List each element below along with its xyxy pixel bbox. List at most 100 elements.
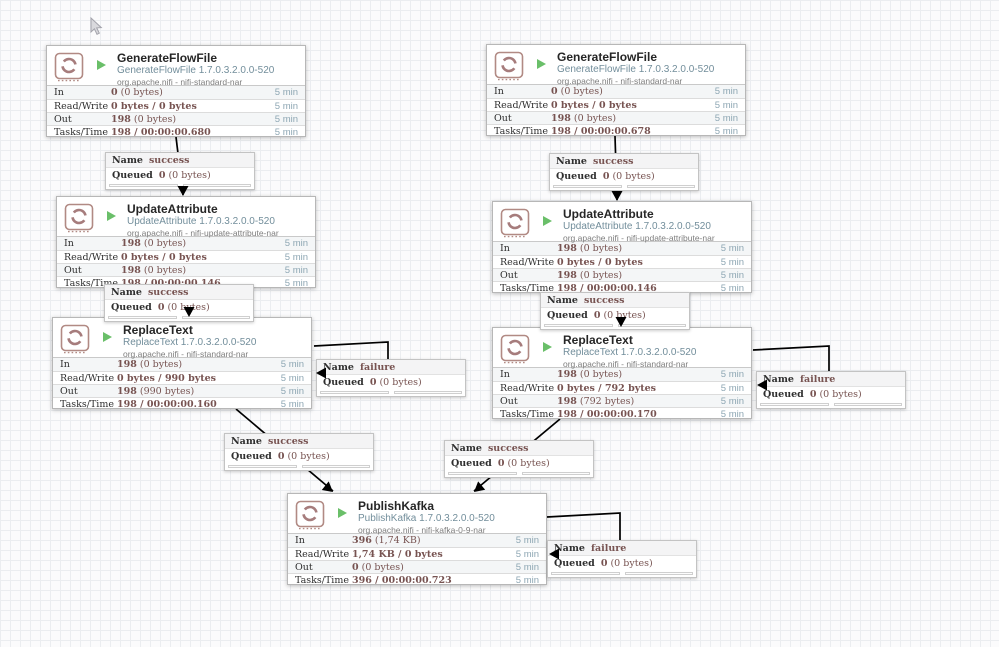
backpressure-object-bar — [109, 184, 178, 187]
stat-row: Tasks/Time 198 / 00:00:00.146 5 min — [57, 276, 315, 289]
stat-value: 396 (1,74 KB) — [352, 535, 421, 546]
connection-name-key: Name — [111, 287, 142, 298]
connection-queued-key: Queued — [554, 558, 595, 569]
connection-name-key: Name — [451, 443, 482, 454]
stat-label: Read/Write — [295, 548, 350, 560]
stat-label: Out — [494, 112, 512, 124]
processor-titles: PublishKafka PublishKafka 1.7.0.3.2.0.0-… — [358, 499, 495, 535]
stat-value: 198 / 00:00:00.160 — [117, 398, 217, 410]
backpressure-size-bar — [181, 316, 250, 319]
stat-row: Out 198 (0 bytes) 5 min — [47, 112, 305, 125]
processor-bundle: org.apache.nifi - nifi-standard-nar — [123, 349, 249, 359]
stat-value: 198 / 00:00:00.170 — [557, 408, 657, 420]
processor-generateflowfile-right[interactable]: GenerateFlowFile GenerateFlowFile 1.7.0.… — [486, 44, 746, 137]
stat-value: 198 (0 bytes) — [551, 112, 617, 124]
processor-stats: In 0 (0 bytes) 5 min Read/Write 0 bytes … — [47, 85, 305, 138]
stat-row: In 0 (0 bytes) 5 min — [487, 85, 745, 98]
wire-rep-left-failure-loop[interactable] — [313, 341, 389, 360]
stat-time-window: 5 min — [720, 282, 744, 294]
connection-queued-key: Queued — [323, 377, 364, 388]
stat-label: In — [60, 359, 70, 370]
processor-updateattribute-left[interactable]: UpdateAttribute UpdateAttribute 1.7.0.3.… — [56, 196, 316, 289]
connection-queued-count: 0 — [157, 302, 165, 313]
processor-stats: In 396 (1,74 KB) 5 min Read/Write 1,74 K… — [288, 533, 546, 586]
wire-kafka-failure-loop[interactable] — [546, 512, 621, 541]
stat-label: In — [494, 86, 504, 97]
connection-name-value: success — [267, 436, 309, 447]
stat-row: Out 198 (792 bytes) 5 min — [493, 394, 751, 407]
processor-titles: UpdateAttribute UpdateAttribute 1.7.0.3.… — [563, 207, 715, 243]
backpressure-bars — [550, 184, 698, 190]
stat-row: Read/Write 0 bytes / 792 bytes 5 min — [493, 381, 751, 394]
stat-label: Out — [500, 395, 518, 407]
processor-replacetext-right[interactable]: ReplaceText ReplaceText 1.7.0.3.2.0.0-52… — [492, 327, 752, 420]
connection-queued-count: 0 — [158, 170, 166, 181]
stat-time-window: 5 min — [515, 574, 539, 586]
stat-value: 198 (0 bytes) — [557, 369, 623, 380]
connection-name-value: failure — [590, 543, 627, 554]
connection-queued-count: 0 — [277, 451, 285, 462]
running-status-icon — [97, 60, 106, 70]
backpressure-object-bar — [320, 391, 389, 394]
stat-time-window: 5 min — [714, 125, 738, 137]
stat-row: In 0 (0 bytes) 5 min — [47, 86, 305, 99]
stat-value: 198 / 00:00:00.680 — [111, 126, 211, 138]
stat-label: Read/Write — [60, 372, 115, 384]
processor-name: ReplaceText — [123, 323, 193, 337]
stat-value: 1,74 KB / 0 bytes — [352, 548, 443, 560]
stat-label: Read/Write — [64, 251, 119, 263]
processor-publishkafka[interactable]: PublishKafka PublishKafka 1.7.0.3.2.0.0-… — [287, 493, 547, 586]
stat-label: Tasks/Time — [60, 398, 114, 410]
stat-row: Read/Write 0 bytes / 990 bytes 5 min — [53, 371, 311, 384]
stat-value: 198 / 00:00:00.146 — [121, 277, 221, 289]
connection-queued-key: Queued — [231, 451, 272, 462]
stat-time-window: 5 min — [714, 99, 738, 111]
processor-replacetext-left[interactable]: ReplaceText ReplaceText 1.7.0.3.2.0.0-52… — [52, 317, 312, 410]
wire-rep-right-failure-loop[interactable] — [752, 345, 830, 372]
stat-time-window: 5 min — [515, 548, 539, 560]
backpressure-bars — [317, 390, 465, 396]
stat-row: Tasks/Time 198 / 00:00:00.146 5 min — [493, 281, 751, 294]
stat-time-window: 5 min — [515, 561, 539, 573]
connection-name-key: Name — [112, 155, 143, 166]
connection-queued-size: (0 bytes) — [164, 302, 210, 313]
processor-type: UpdateAttribute 1.7.0.3.2.0.0-520 — [563, 221, 711, 232]
processor-header: GenerateFlowFile GenerateFlowFile 1.7.0.… — [487, 45, 745, 86]
stat-time-window: 5 min — [714, 86, 738, 97]
stat-value: 0 (0 bytes) — [111, 87, 163, 98]
processor-generateflowfile-left[interactable]: GenerateFlowFile GenerateFlowFile 1.7.0.… — [46, 45, 306, 138]
stat-label: Read/Write — [54, 100, 109, 112]
processor-header: ReplaceText ReplaceText 1.7.0.3.2.0.0-52… — [53, 318, 311, 359]
stat-time-window: 5 min — [284, 264, 308, 276]
stat-value: 198 / 00:00:00.146 — [557, 282, 657, 294]
processor-type: UpdateAttribute 1.7.0.3.2.0.0-520 — [127, 216, 275, 227]
stat-value: 198 (990 bytes) — [117, 385, 195, 397]
connection-queued-key: Queued — [556, 171, 597, 182]
processor-stamp-icon — [64, 203, 94, 233]
processor-stats: In 198 (0 bytes) 5 min Read/Write 0 byte… — [493, 367, 751, 420]
processor-updateattribute-right[interactable]: UpdateAttribute UpdateAttribute 1.7.0.3.… — [492, 201, 752, 294]
processor-bundle: org.apache.nifi - nifi-kafka-0-9-nar — [358, 525, 486, 535]
connection-queued-count: 0 — [369, 377, 377, 388]
connection-queued-count: 0 — [600, 558, 608, 569]
processor-bundle: org.apache.nifi - nifi-standard-nar — [563, 359, 689, 369]
stat-value: 0 bytes / 0 bytes — [111, 100, 197, 112]
stat-label: Read/Write — [500, 382, 555, 394]
stat-time-window: 5 min — [280, 385, 304, 397]
